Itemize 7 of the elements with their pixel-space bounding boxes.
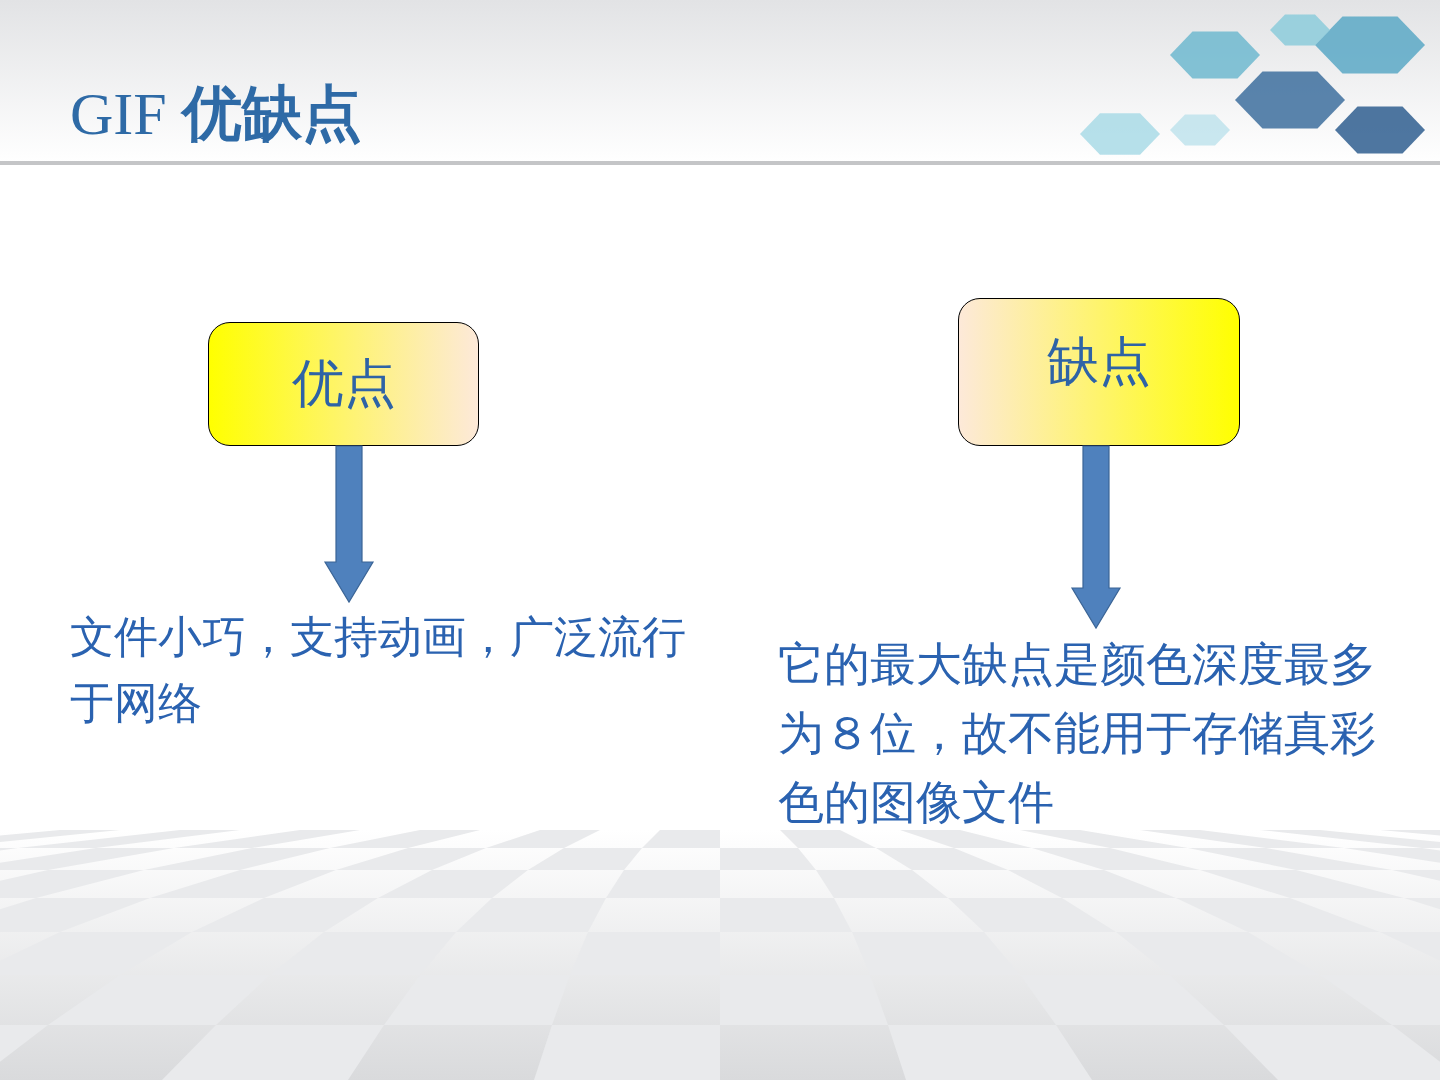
slide-title: GIF 优缺点	[70, 80, 362, 149]
process-box: 优点	[208, 322, 479, 446]
block-arrow	[323, 445, 375, 604]
process-box: 缺点	[958, 298, 1240, 446]
description-text: 文件小巧，支持动画，广泛流行于网络	[70, 610, 687, 730]
block-arrow	[1070, 445, 1122, 630]
description-text: 它的最大缺点是颜色深度最多为８位，故不能用于存储真彩色的图像文件	[778, 636, 1377, 831]
